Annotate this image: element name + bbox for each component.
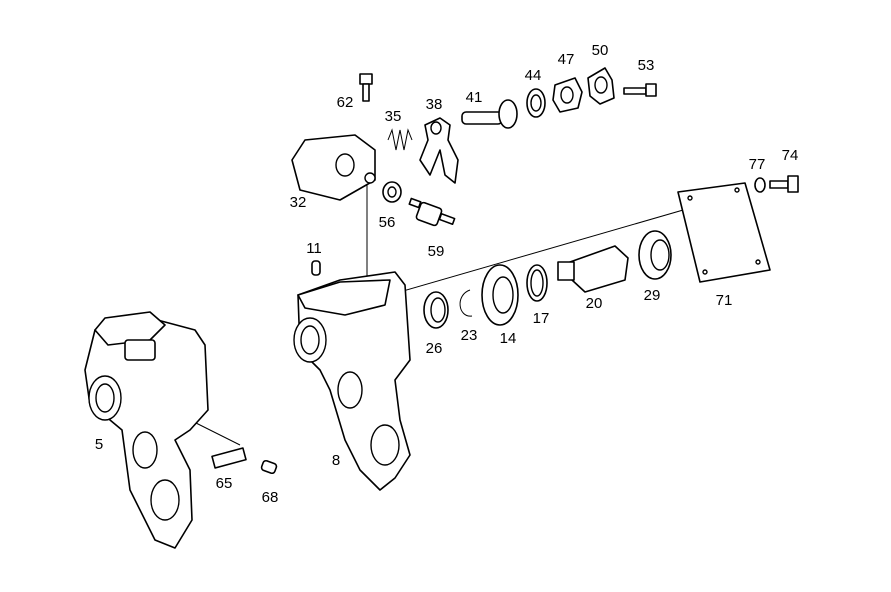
label-53: 53 (638, 57, 655, 74)
flange-part-47 (552, 77, 583, 113)
label-23: 23 (461, 327, 478, 344)
shaft-part-41 (461, 99, 518, 129)
label-41: 41 (466, 89, 483, 106)
bolt-part-62 (359, 73, 373, 102)
fork-part-38 (419, 117, 459, 184)
label-35: 35 (385, 108, 402, 125)
label-17: 17 (533, 310, 550, 327)
washer-part-56 (382, 181, 402, 203)
seal-part-26 (423, 291, 449, 329)
label-5: 5 (95, 436, 103, 453)
housing-part-8 (293, 271, 411, 491)
bearing-part-14 (481, 264, 519, 326)
label-38: 38 (426, 96, 443, 113)
bearing-part-29 (638, 230, 672, 280)
label-65: 65 (216, 475, 233, 492)
label-11: 11 (306, 240, 322, 257)
label-26: 26 (426, 340, 443, 357)
label-71: 71 (716, 292, 733, 309)
plug-part-65 (211, 447, 247, 469)
part-labels: 62 35 38 41 44 47 50 53 77 74 32 56 59 1… (95, 42, 799, 506)
label-47: 47 (558, 51, 575, 68)
label-44: 44 (525, 67, 542, 84)
seal-part-44 (526, 88, 546, 118)
pin-part-11 (311, 260, 321, 276)
screw-part-68 (260, 459, 278, 475)
bolt-part-74 (769, 175, 799, 193)
label-20: 20 (586, 295, 603, 312)
label-14: 14 (500, 330, 517, 347)
label-68: 68 (262, 489, 279, 506)
plate-part-71 (677, 182, 771, 283)
cap-part-50 (587, 67, 615, 105)
screw-part-53 (623, 83, 657, 97)
label-50: 50 (592, 42, 609, 59)
label-74: 74 (782, 147, 799, 164)
washer-part-77 (754, 177, 766, 193)
gear-part-20 (557, 245, 629, 293)
label-29: 29 (644, 287, 661, 304)
label-8: 8 (332, 452, 340, 469)
cover-part-32 (291, 134, 376, 201)
label-62: 62 (337, 94, 354, 111)
label-56: 56 (379, 214, 396, 231)
label-59: 59 (428, 243, 445, 260)
circlip-part-17 (526, 264, 548, 302)
switch-part-59 (408, 197, 456, 227)
spring-part-35 (387, 128, 413, 151)
label-77: 77 (749, 156, 766, 173)
circlip-part-23 (459, 289, 473, 317)
label-32: 32 (290, 194, 307, 211)
housing-part-5 (84, 311, 209, 549)
